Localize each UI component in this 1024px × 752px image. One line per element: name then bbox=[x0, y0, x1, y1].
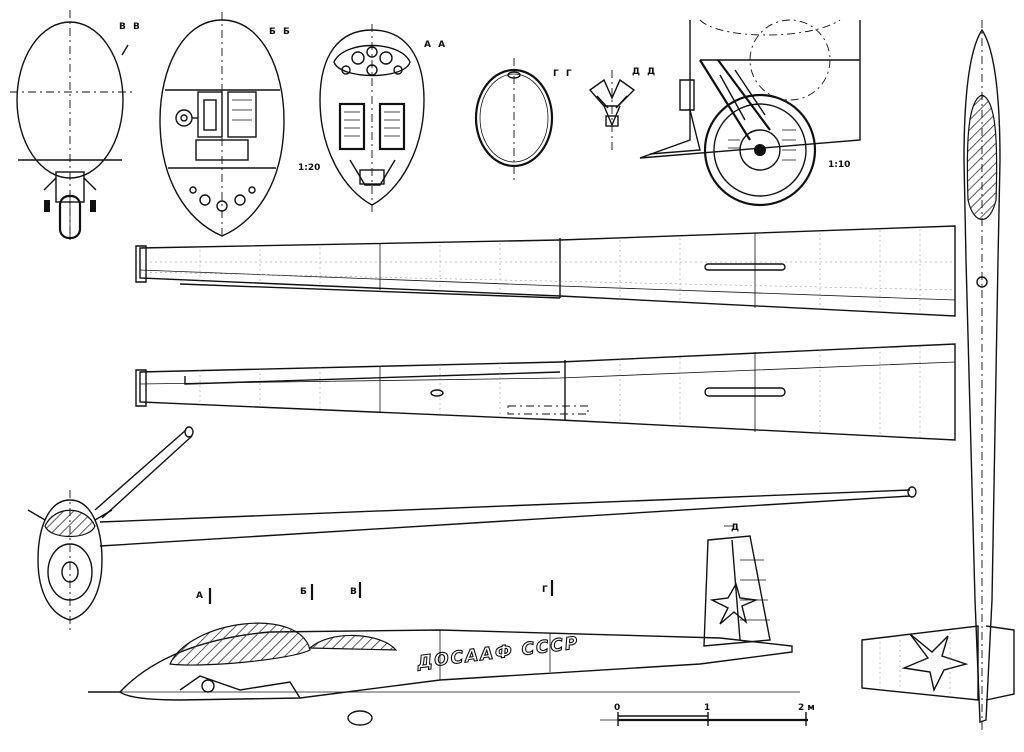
label-section-aa: А А bbox=[424, 40, 447, 50]
section-dd-view bbox=[588, 70, 636, 150]
side-view: ДОСААФ СССР bbox=[88, 525, 800, 726]
section-bb-view bbox=[159, 12, 285, 240]
section-gg-view bbox=[474, 58, 554, 180]
scale-tick-2: 2 м bbox=[798, 703, 815, 713]
side-marker-d: Д bbox=[731, 523, 739, 533]
landing-gear-detail bbox=[639, 19, 861, 207]
wing-bottom-view-lower bbox=[135, 343, 956, 441]
section-vv-view bbox=[10, 10, 132, 240]
fuselage-top-view bbox=[861, 20, 1015, 730]
side-marker-b: Б bbox=[300, 587, 307, 597]
section-aa-view bbox=[319, 24, 425, 212]
scale-tick-1: 1 bbox=[704, 703, 710, 713]
gear-scale-label: 1:10 bbox=[828, 160, 850, 170]
label-section-bb: Б Б bbox=[269, 27, 292, 37]
label-section-dd: Д Д bbox=[632, 67, 657, 77]
side-marker-g: Г bbox=[542, 585, 548, 595]
side-marker-v: В bbox=[350, 587, 357, 597]
sections-scale-label: 1:20 bbox=[298, 163, 320, 173]
side-marker-a: А bbox=[196, 591, 203, 601]
scale-bar: 0 1 2 м bbox=[600, 703, 815, 726]
label-section-vv: В В bbox=[119, 22, 142, 32]
scale-tick-0: 0 bbox=[614, 703, 620, 713]
label-section-gg: Г Г bbox=[553, 69, 574, 79]
front-view bbox=[27, 426, 917, 630]
wing-top-view-upper bbox=[135, 225, 956, 317]
